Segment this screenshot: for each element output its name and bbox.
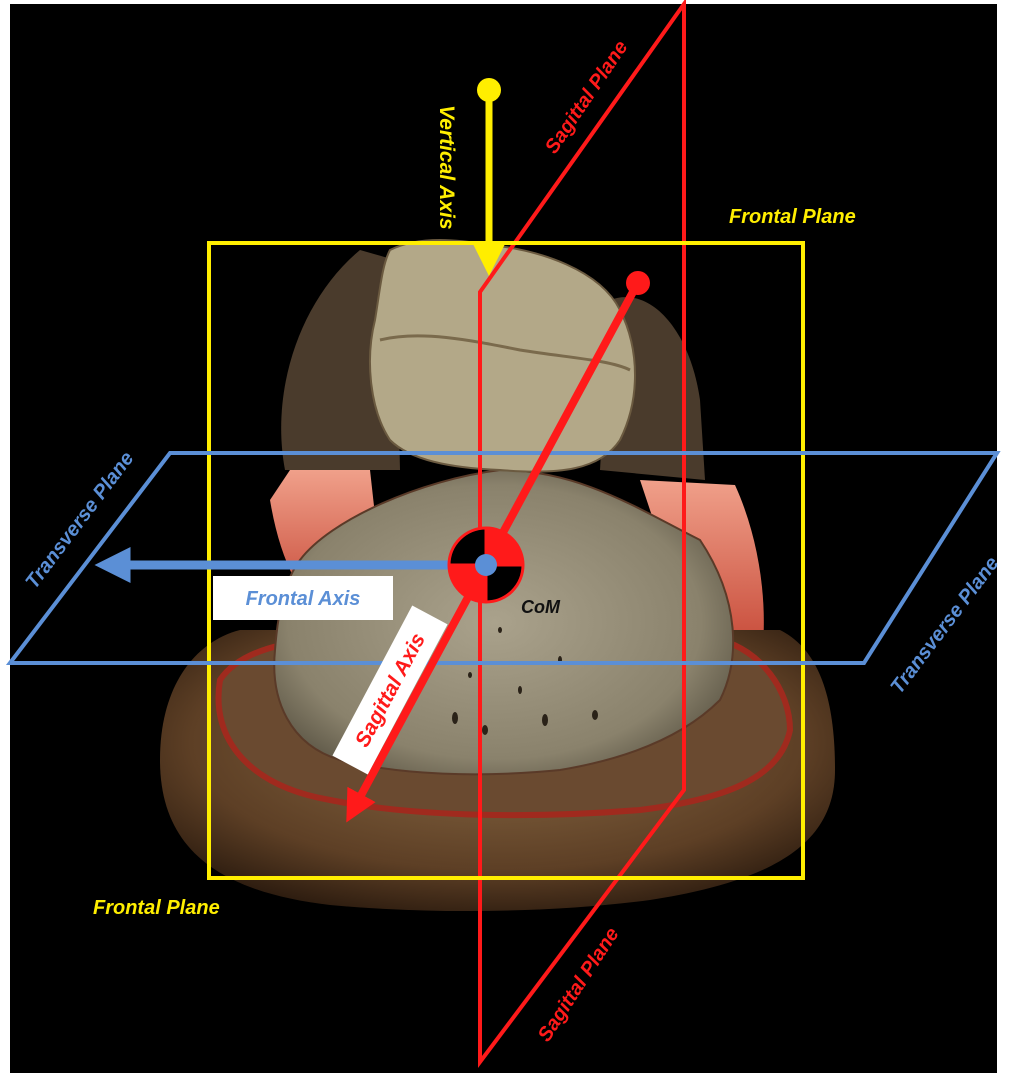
vertical-axis-origin-dot bbox=[477, 78, 501, 102]
com-symbol bbox=[447, 526, 525, 604]
navicular-ridge bbox=[379, 334, 631, 372]
frontal-axis-label: Frontal Axis bbox=[246, 588, 361, 610]
sagittal-plane bbox=[478, 0, 686, 1068]
com-label: CoM bbox=[521, 597, 561, 617]
frontal-plane-label-bottom: Frontal Plane bbox=[93, 897, 220, 919]
frontal-axis-label-box bbox=[213, 576, 393, 620]
frontal-plane-label-top: Frontal Plane bbox=[729, 206, 856, 228]
transverse-plane bbox=[5, 451, 1001, 665]
bone-foramina bbox=[452, 627, 598, 735]
hair-left bbox=[281, 250, 400, 470]
vertical-axis-label: Vertical Axis bbox=[435, 105, 458, 230]
sagittal-axis-label-box bbox=[332, 605, 448, 775]
